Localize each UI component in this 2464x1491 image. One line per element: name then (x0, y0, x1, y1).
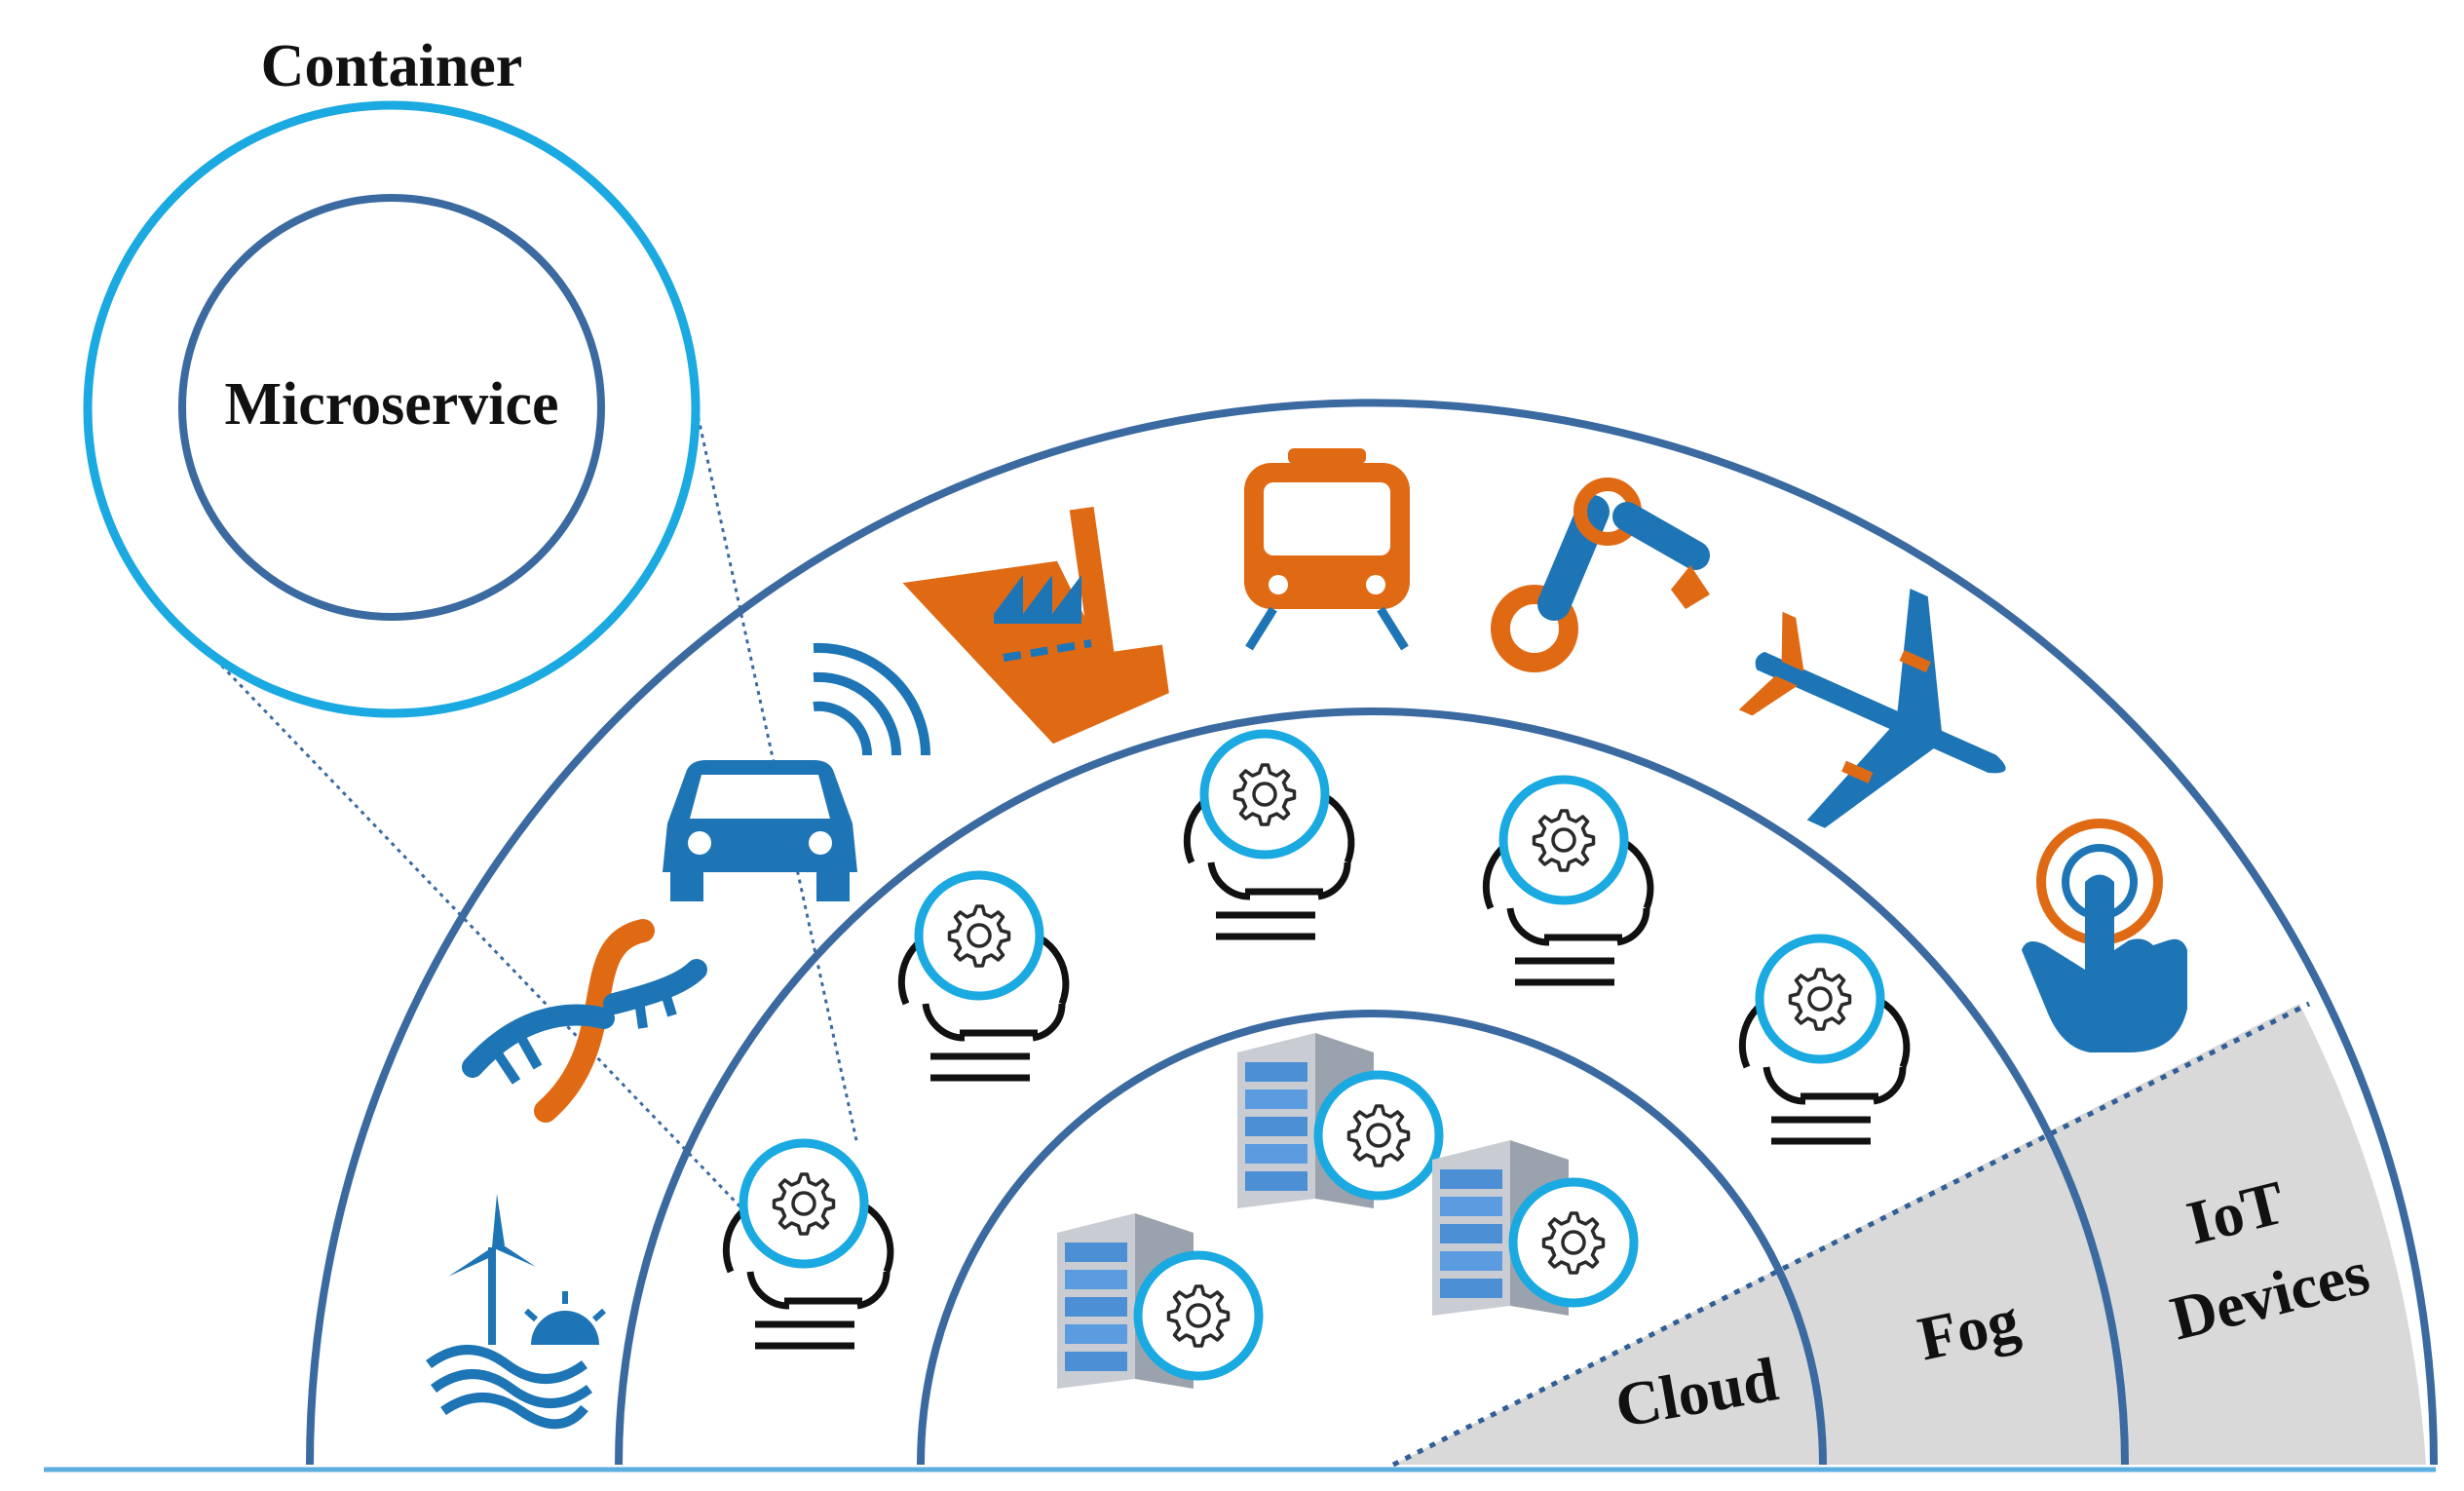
dna-icon (462, 919, 707, 1123)
factory-icon (902, 507, 1169, 745)
fog-node-icon (1486, 780, 1650, 982)
fog-node-icon (901, 875, 1066, 1078)
fog-node-icon (1742, 938, 1907, 1141)
microservice-label: Microservice (224, 371, 558, 438)
server-icon (1057, 1213, 1259, 1389)
container-label: Container (261, 33, 523, 99)
cloud-ring (917, 1010, 1827, 1466)
zoom-line (685, 364, 859, 1146)
server-icon (1237, 1033, 1439, 1208)
iot-ring (306, 399, 2438, 1466)
wind-solar-icon (426, 1194, 607, 1430)
connected-car-icon (663, 642, 931, 901)
zoom-line (208, 651, 772, 1240)
server-icon (1432, 1140, 1634, 1316)
train-icon (1244, 448, 1410, 651)
fog-node-icon (1187, 734, 1351, 937)
fog-node-icon (726, 1143, 891, 1346)
airplane-icon (1738, 589, 2006, 828)
fog-ring (615, 707, 2129, 1466)
layer-label-band (1393, 1004, 2426, 1465)
touch-icon (2022, 819, 2187, 1052)
microservice-circle (178, 194, 605, 621)
robot-arm-icon (1491, 478, 1710, 672)
